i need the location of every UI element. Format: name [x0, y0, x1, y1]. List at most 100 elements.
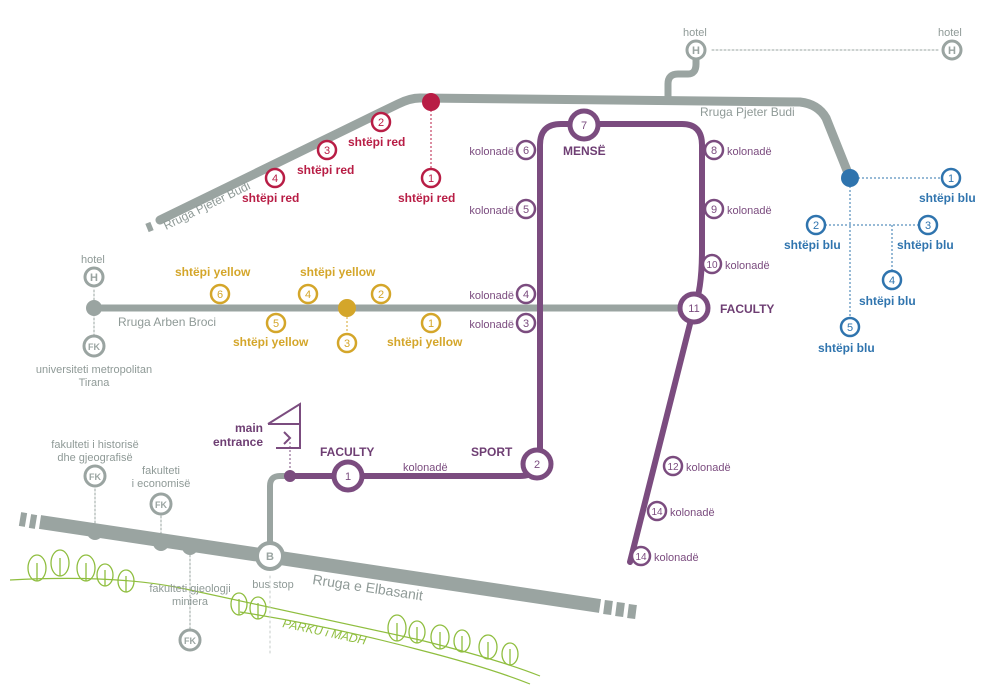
colonnade-14b[interactable]: 14 kolonadë: [630, 545, 699, 567]
red-house-2[interactable]: 2 shtëpi red: [348, 111, 405, 149]
road-node-2: [153, 535, 169, 551]
svg-text:4: 4: [305, 289, 311, 301]
historise-label-2: dhe gjeografisë: [57, 452, 132, 464]
svg-text:6: 6: [523, 145, 529, 157]
svg-text:B: B: [266, 551, 274, 563]
svg-text:kolonadë: kolonadë: [469, 146, 514, 158]
blue-house-2[interactable]: 2 shtëpi blu: [784, 214, 841, 252]
blue-house-3[interactable]: 3 shtëpi blu: [897, 214, 954, 252]
red-house-1[interactable]: 1 shtëpi red: [398, 167, 455, 205]
yellow-house-4[interactable]: 4 shtëpi yellow: [297, 265, 376, 305]
ekonomise-label-1: fakulteti: [142, 465, 180, 477]
road-label-arben-broci: Rruga Arben Broci: [118, 315, 216, 329]
hotel-marker-right[interactable]: H: [941, 39, 963, 61]
svg-text:kolonadë: kolonadë: [727, 205, 772, 217]
blue-house-1[interactable]: 1 shtëpi blu: [919, 167, 976, 205]
universiteti-label-1: universiteti metropolitan: [36, 364, 152, 376]
svg-text:kolonadë: kolonadë: [727, 146, 772, 158]
stop-sport[interactable]: 2 SPORT: [471, 445, 554, 481]
fk-marker-historise[interactable]: FK: [83, 464, 107, 488]
bus-stop-marker[interactable]: B: [255, 541, 285, 571]
svg-text:shtëpi blu: shtëpi blu: [859, 294, 916, 308]
yellow-house-2[interactable]: 2: [370, 283, 392, 305]
fk-marker-ekonomise[interactable]: FK: [149, 492, 173, 516]
park-label: PARKU i MADH: [281, 616, 367, 647]
blue-houses: 1 shtëpi blu 2 shtëpi blu 3 shtëpi blu 4…: [784, 167, 976, 355]
colonnade-3[interactable]: 3 kolonadë: [469, 312, 537, 334]
road-label-pjeter-budi: Rruga Pjeter Budi: [161, 179, 252, 233]
svg-text:kolonadë: kolonadë: [469, 205, 514, 217]
svg-text:MENSË: MENSË: [563, 143, 606, 158]
colonnade-9[interactable]: 9 kolonadë: [703, 198, 772, 220]
svg-text:shtëpi yellow: shtëpi yellow: [233, 335, 309, 349]
blue-house-4[interactable]: 4 shtëpi blu: [859, 269, 916, 308]
red-house-3[interactable]: 3 shtëpi red: [297, 139, 354, 177]
svg-text:8: 8: [711, 145, 717, 157]
colonnade-6[interactable]: 6 kolonadë: [469, 139, 537, 161]
road-nodes: [86, 300, 198, 555]
svg-text:H: H: [90, 272, 98, 284]
yellow-house-1[interactable]: 1 shtëpi yellow: [387, 312, 463, 349]
svg-text:FACULTY: FACULTY: [320, 445, 374, 459]
svg-text:4: 4: [523, 289, 529, 301]
blue-house-5[interactable]: 5 shtëpi blu: [818, 316, 875, 355]
colonnade-12[interactable]: 12 kolonadë: [662, 455, 731, 477]
svg-text:kolonadë: kolonadë: [725, 260, 770, 272]
svg-text:2: 2: [378, 117, 384, 129]
yellow-house-3[interactable]: 3: [336, 332, 358, 354]
fk-marker-gjeologji[interactable]: FK: [178, 628, 202, 652]
svg-text:shtëpi blu: shtëpi blu: [784, 238, 841, 252]
svg-text:H: H: [692, 45, 700, 57]
svg-text:11: 11: [688, 303, 699, 315]
svg-text:2: 2: [534, 459, 540, 471]
colonnade-10[interactable]: 10 kolonadë: [701, 253, 770, 275]
gjeologji-label-2: miniera: [172, 596, 209, 608]
roads: [18, 46, 941, 655]
route-south: [627, 305, 697, 565]
park-boundary-lower: [239, 611, 531, 685]
svg-text:kolonadë: kolonadë: [654, 552, 699, 564]
bus-stop-label: bus stop: [252, 579, 294, 591]
svg-text:shtëpi red: shtëpi red: [242, 191, 299, 205]
colonnade-14a[interactable]: 14 kolonadë: [646, 500, 715, 522]
svg-text:kolonadë: kolonadë: [469, 319, 514, 331]
colonnade-4[interactable]: 4 kolonadë: [469, 283, 537, 305]
place-markers: H hotel H hotel H hotel FK universiteti …: [36, 27, 963, 652]
main-entrance-label-2: entrance: [213, 435, 263, 449]
svg-text:kolonadë: kolonadë: [469, 290, 514, 302]
fk-marker-universiteti[interactable]: FK: [82, 334, 106, 358]
stop-mense[interactable]: 7 MENSË: [563, 108, 606, 158]
svg-text:shtëpi blu: shtëpi blu: [818, 341, 875, 355]
stop-faculty-1[interactable]: 1 FACULTY: [320, 445, 374, 493]
colonnade-5[interactable]: 5 kolonadë: [469, 198, 537, 220]
road-pjeter-budi-dash-1: [145, 221, 154, 233]
hotel-label-top: hotel: [683, 27, 707, 39]
red-house-4[interactable]: 4 shtëpi red: [242, 167, 299, 205]
svg-text:shtëpi yellow: shtëpi yellow: [387, 335, 463, 349]
hotel-marker-top[interactable]: H: [685, 39, 707, 61]
road-label-pjeter-budi-top: Rruga Pjeter Budi: [700, 105, 795, 119]
main-entrance[interactable]: main entrance: [213, 402, 301, 449]
svg-text:3: 3: [344, 338, 350, 350]
yellow-house-5[interactable]: 5 shtëpi yellow: [233, 312, 309, 349]
svg-text:shtëpi yellow: shtëpi yellow: [175, 265, 251, 279]
svg-text:14: 14: [635, 552, 647, 563]
svg-text:shtëpi red: shtëpi red: [398, 191, 455, 205]
svg-text:14: 14: [651, 507, 663, 518]
yellow-house-6[interactable]: 6 shtëpi yellow: [175, 265, 251, 305]
red-junction: [422, 93, 440, 111]
road-elbasanit: [38, 515, 602, 613]
road-bus-link: [267, 473, 293, 559]
svg-text:4: 4: [272, 173, 278, 185]
main-entrance-label-1: main: [235, 421, 263, 435]
svg-text:6: 6: [217, 289, 223, 301]
colonnade-8[interactable]: 8 kolonadë: [703, 139, 772, 161]
svg-text:2: 2: [813, 220, 819, 232]
svg-text:shtëpi yellow: shtëpi yellow: [300, 265, 376, 279]
hotel-marker-left[interactable]: H: [83, 266, 105, 288]
stop-faculty-11[interactable]: 11 FACULTY: [677, 291, 774, 325]
hotel-label-left: hotel: [81, 254, 105, 266]
svg-text:2: 2: [378, 289, 384, 301]
entrance-node: [284, 470, 296, 482]
